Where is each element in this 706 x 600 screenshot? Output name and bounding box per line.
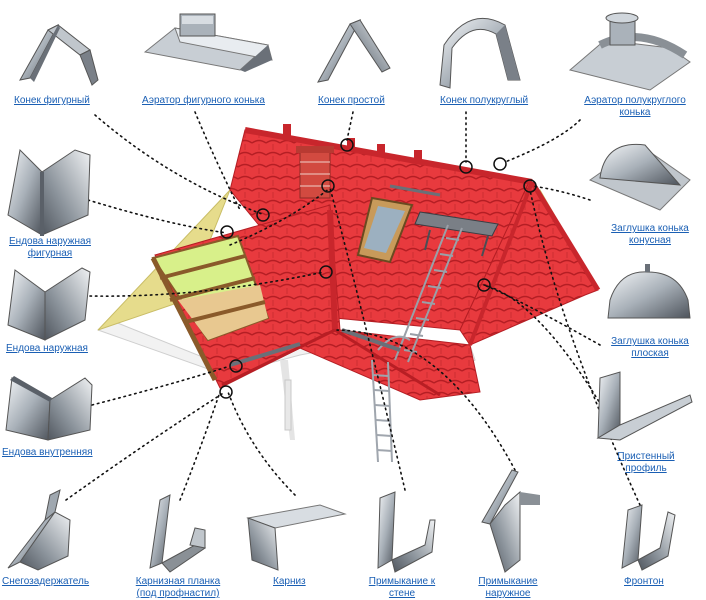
callout-markers [219, 138, 537, 399]
label-flat-ridge-cap[interactable]: Заглушка конька плоская [600, 336, 700, 360]
label-figured-ridge[interactable]: Конек фигурный [14, 95, 90, 106]
label-line: фигурная [27, 248, 73, 259]
snow-guard-icon[interactable] [7, 489, 71, 571]
label-internal-valley[interactable]: Ендова внутренняя [2, 447, 93, 458]
label-wall-junction[interactable]: Примыкание к стене [362, 576, 442, 600]
label-line: Ендова наружная [9, 236, 91, 247]
label-wall-profile[interactable]: Пристенный профиль [608, 451, 684, 475]
label-gable-trim[interactable]: Фронтон [624, 576, 664, 587]
label-snow-guard[interactable]: Снегозадержатель [2, 576, 90, 587]
label-line: Аэратор полукруглого [584, 95, 686, 106]
external-figured-valley-icon[interactable] [7, 148, 91, 236]
figured-ridge-aerator-icon[interactable] [143, 13, 273, 72]
label-line: Заглушка конька [611, 336, 689, 347]
label-conical-ridge-cap[interactable]: Заглушка конька конусная [600, 223, 700, 247]
label-line: профиль [625, 463, 667, 474]
label-line: Примыкание [478, 576, 538, 587]
external-valley-icon[interactable] [7, 267, 91, 341]
label-external-junction[interactable]: Примыкание наружное [470, 576, 546, 600]
label-figured-ridge-aerator[interactable]: Аэратор фигурного конька [142, 95, 265, 106]
external-junction-icon[interactable] [481, 469, 540, 573]
eaves-icon[interactable] [246, 504, 347, 571]
label-line: Карнизная планка [135, 576, 221, 587]
label-line: плоская [631, 348, 669, 359]
half-round-ridge-aerator-icon[interactable] [568, 12, 691, 91]
label-line: Заглушка конька [611, 223, 689, 234]
label-line: (под профнастил) [136, 588, 220, 599]
half-round-ridge-icon[interactable] [439, 17, 521, 89]
wall-ladder [371, 335, 411, 463]
label-half-round-ridge-aerator[interactable]: Аэратор полукруглого конька [573, 95, 697, 119]
eaves-plank-icon[interactable] [149, 494, 207, 573]
label-line: Примыкание к [368, 576, 436, 587]
label-external-figured-valley[interactable]: Ендова наружная фигурная [6, 236, 94, 260]
wall-junction-icon[interactable] [377, 491, 436, 573]
wall-profile-icon[interactable] [596, 371, 693, 441]
figured-ridge-icon[interactable] [19, 23, 99, 86]
label-line: конусная [629, 235, 671, 246]
label-external-valley[interactable]: Ендова наружная [6, 343, 88, 354]
flat-ridge-cap-icon[interactable] [607, 264, 691, 319]
label-half-round-ridge[interactable]: Конек полукруглый [440, 95, 529, 106]
internal-valley-icon[interactable] [5, 376, 93, 441]
roof-illustration [97, 124, 601, 463]
gable-trim-icon[interactable] [621, 504, 676, 571]
label-simple-ridge[interactable]: Конек простой [318, 95, 385, 106]
label-eaves[interactable]: Карниз [273, 576, 306, 587]
label-line: конька [619, 107, 651, 118]
label-line: стене [388, 588, 416, 599]
conical-ridge-cap-icon[interactable] [588, 143, 691, 211]
label-eaves-plank[interactable]: Карнизная планка (под профнастил) [128, 576, 228, 600]
label-line: Пристенный [617, 451, 675, 462]
simple-ridge-icon[interactable] [317, 19, 391, 83]
label-line: наружное [485, 588, 531, 599]
